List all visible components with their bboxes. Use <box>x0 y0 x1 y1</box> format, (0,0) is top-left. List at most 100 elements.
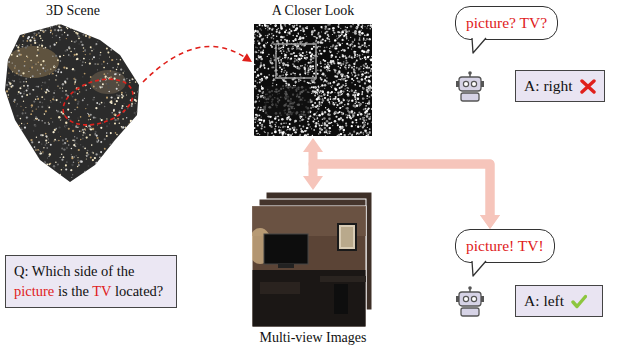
point-speck <box>354 103 356 105</box>
point-speck <box>18 91 20 93</box>
point-speck <box>22 164 24 166</box>
point-speck <box>284 39 286 41</box>
point-speck <box>5 94 7 96</box>
point-speck <box>50 186 52 188</box>
point-speck <box>6 90 8 92</box>
point-speck <box>119 26 121 28</box>
point-speck <box>8 180 10 182</box>
point-speck <box>65 138 67 140</box>
point-speck <box>254 37 255 40</box>
point-speck <box>262 25 264 27</box>
point-speck <box>348 44 349 45</box>
point-speck <box>336 80 338 82</box>
point-speck <box>282 126 284 128</box>
point-speck <box>90 119 91 120</box>
point-speck <box>48 156 49 157</box>
point-speck <box>82 129 84 131</box>
point-speck <box>95 25 96 26</box>
point-speck <box>97 187 99 189</box>
point-speck <box>321 111 323 113</box>
point-speck <box>353 63 355 65</box>
point-speck <box>268 54 269 55</box>
point-speck <box>89 183 90 184</box>
point-speck <box>354 54 356 56</box>
point-speck <box>19 87 21 89</box>
point-speck <box>45 139 47 141</box>
point-speck <box>274 79 275 80</box>
point-speck <box>59 37 60 38</box>
point-speck <box>98 176 99 177</box>
point-speck <box>34 124 36 126</box>
point-speck <box>41 96 43 98</box>
point-speck <box>10 114 12 116</box>
point-speck <box>362 58 363 59</box>
point-speck <box>358 81 360 83</box>
point-speck <box>342 63 344 65</box>
point-speck <box>331 87 332 88</box>
point-speck <box>368 118 371 121</box>
point-speck <box>123 153 125 155</box>
point-speck <box>6 84 8 86</box>
point-speck <box>104 106 105 107</box>
point-speck <box>345 125 347 127</box>
point-speck <box>256 76 258 78</box>
point-speck <box>65 50 67 52</box>
point-speck <box>18 50 20 52</box>
point-speck <box>49 47 51 49</box>
point-speck <box>136 118 138 120</box>
point-speck <box>133 42 135 44</box>
point-speck <box>36 55 38 57</box>
point-speck <box>61 159 63 161</box>
point-speck <box>48 123 50 125</box>
point-speck <box>117 48 119 50</box>
point-speck <box>16 150 17 151</box>
point-speck <box>58 116 60 118</box>
point-speck <box>50 101 52 103</box>
focus-ellipse <box>57 71 138 133</box>
point-speck <box>7 133 9 135</box>
point-speck <box>86 155 88 157</box>
point-speck <box>322 98 324 100</box>
point-speck <box>324 63 325 64</box>
point-speck <box>331 122 332 123</box>
point-speck <box>84 128 86 130</box>
point-speck <box>30 77 31 78</box>
point-speck <box>66 162 67 163</box>
point-speck <box>316 37 318 39</box>
point-speck <box>88 165 89 166</box>
point-speck <box>35 149 37 151</box>
point-speck <box>7 168 9 170</box>
point-speck <box>90 114 92 116</box>
point-speck <box>38 32 40 34</box>
point-speck <box>117 118 119 120</box>
point-speck <box>82 137 84 139</box>
point-speck <box>342 90 344 92</box>
point-speck <box>20 31 21 32</box>
point-speck <box>300 80 301 81</box>
point-speck <box>26 81 27 82</box>
point-speck <box>287 135 289 136</box>
image-title: 3D Scene <box>3 2 143 20</box>
point-speck <box>277 57 279 59</box>
point-speck <box>138 59 140 61</box>
point-speck <box>5 176 7 178</box>
point-speck <box>61 111 63 113</box>
point-speck <box>321 113 324 116</box>
point-speck <box>65 90 67 92</box>
point-speck <box>52 33 53 34</box>
point-speck <box>130 134 132 136</box>
point-speck <box>122 105 124 107</box>
point-speck <box>80 160 82 162</box>
point-speck <box>3 44 5 46</box>
point-speck <box>355 92 357 94</box>
point-speck <box>87 153 89 155</box>
point-speck <box>28 172 30 174</box>
point-speck <box>341 94 343 96</box>
point-speck <box>82 135 83 136</box>
point-speck <box>138 182 140 184</box>
point-speck <box>128 58 130 60</box>
point-speck <box>53 96 55 98</box>
point-speck <box>337 59 339 61</box>
point-speck <box>67 28 69 30</box>
point-speck <box>5 122 7 124</box>
